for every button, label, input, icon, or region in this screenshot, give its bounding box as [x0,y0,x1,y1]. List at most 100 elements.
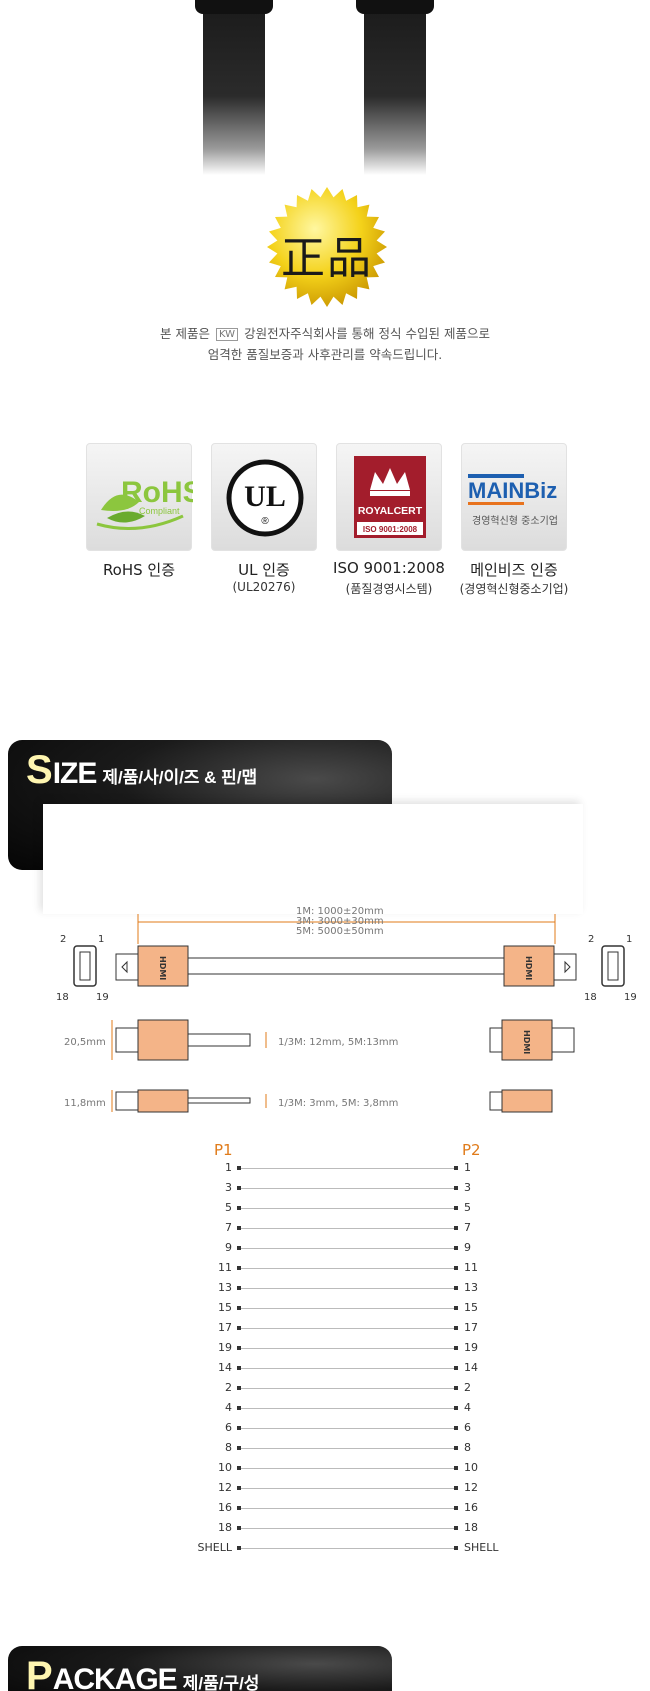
cert-sub-ul: (UL20276) [232,580,296,594]
pin-tr-right: 1 [626,934,632,945]
pin-p1-dot [237,1466,241,1470]
pin-bl-left: 18 [56,992,69,1003]
pin-p1-label: 7 [225,1221,232,1234]
pin-wire [241,1508,454,1509]
rohs-logo-main: RoHS [121,476,193,509]
pin-wire [241,1268,454,1269]
cert-card-ul: UL ® [211,443,317,551]
mainbiz-logo-main: MAINBiz [468,478,557,503]
hdmi-logo-width: HDMI [522,1030,531,1054]
pin-p1-label: 3 [225,1181,232,1194]
pin-wire [241,1528,454,1529]
size-title-letter: S [26,748,53,792]
pin-p2-dot [454,1386,458,1390]
size-title-kr: 제/품/사/이/즈 & 핀/맵 [102,768,258,787]
length-1m: 1M: 1000±20mm [296,906,384,917]
pin-p1-label: 6 [225,1421,232,1434]
width-value: 20,5mm [64,1037,106,1048]
pin-p1-dot [237,1306,241,1310]
pin-wire [241,1448,454,1449]
pin-tl-right: 2 [588,934,594,945]
pin-p2-label: 15 [464,1301,478,1314]
pin-p1-label: 9 [225,1241,232,1254]
genuine-seal-icon [267,187,387,307]
hdmi-logo-right: HDMI [524,956,533,980]
pin-p1-label: 1 [225,1161,232,1174]
rohs-logo-icon: RoHS Compliant [96,476,203,530]
pin-p1-label: 8 [225,1441,232,1454]
pin-wire [241,1548,454,1549]
pin-br-left: 19 [96,992,109,1003]
pin-p2-label: 19 [464,1341,478,1354]
pin-p2-dot [454,1466,458,1470]
pin-p1-dot [237,1446,241,1450]
pin-p2-label: 18 [464,1521,478,1534]
pin-p2-label: 12 [464,1481,478,1494]
pin-wire [241,1308,454,1309]
pin-p2-dot [454,1286,458,1290]
pin-p1-dot [237,1166,241,1170]
intro-line-2: 엄격한 품질보증과 사후관리를 약속드립니다. [207,347,443,362]
cable-dimension-diagram: 1M: 1000±20mm 3M: 3000±30mm 5M: 5000±50m… [56,906,637,1113]
pin-p2-label: SHELL [464,1541,499,1554]
pin-p1-dot [237,1366,241,1370]
pin-p2-dot [454,1186,458,1190]
pin-p2-label: 9 [464,1241,471,1254]
pin-p1-label: 19 [218,1341,232,1354]
pin-wire [241,1348,454,1349]
length-5m: 5M: 5000±50mm [296,926,384,937]
cert-card-mainbiz: MAINBiz 경영혁신형 중소기업 [461,443,567,551]
length-3m: 3M: 3000±30mm [296,916,384,927]
pin-wire [241,1228,454,1229]
cert-label-mainbiz: 메인비즈 인증 [470,561,558,579]
pin-p1-dot [237,1346,241,1350]
cert-card-rohs: RoHS Compliant [86,443,203,551]
pin-p1-dot [237,1226,241,1230]
pin-p2-dot [454,1406,458,1410]
pin-wire [241,1408,454,1409]
pin-p1-dot [237,1406,241,1410]
pin-p1-label: 17 [218,1321,232,1334]
pin-p1-dot [237,1286,241,1290]
pin-p1-dot [237,1266,241,1270]
pin-p2-label: 2 [464,1381,471,1394]
connector-end-view-left: 2 1 18 19 [56,934,109,1003]
pin-wire [241,1328,454,1329]
pin-p2-label: 10 [464,1461,478,1474]
pin-p1-dot [237,1546,241,1550]
royalcert-logo-icon: ROYALCERT ISO 9001:2008 [354,456,426,538]
pin-p1-label: 14 [218,1361,232,1374]
cert-sub-iso: (품질경영시스템) [345,582,433,596]
ul-logo-main: UL [244,480,286,513]
pin-p2-label: 17 [464,1321,478,1334]
pin-p2-dot [454,1366,458,1370]
pin-p2-dot [454,1546,458,1550]
pin-wire [241,1468,454,1469]
width-note: 1/3M: 12mm, 5M:13mm [278,1037,398,1048]
intro-line-1: 본 제품은 KW 강원전자주식회사를 통해 정식 수입된 제품으로 [0,323,650,342]
pin-p2-label: 4 [464,1401,471,1414]
package-section-banner [8,1646,392,1691]
pin-p2-label: 8 [464,1441,471,1454]
pin-p2-label: 5 [464,1201,471,1214]
mainbiz-logo-sub: 경영혁신형 중소기업 [472,514,558,527]
pin-p1-label: 10 [218,1461,232,1474]
pin-p2-dot [454,1226,458,1230]
pin-p1-label: 15 [218,1301,232,1314]
pin-wire [241,1168,454,1169]
pin-p2-dot [454,1506,458,1510]
intro-line-1-before: 본 제품은 [160,326,210,341]
pin-p1-dot [237,1486,241,1490]
pin-wire [241,1388,454,1389]
size-sheet [43,804,583,914]
pin-p1-label: 4 [225,1401,232,1414]
pin-p2-label: 1 [464,1161,471,1174]
package-title-letter: P [26,1654,53,1691]
pin-p1-label: 16 [218,1501,232,1514]
thickness-value: 11,8mm [64,1098,106,1109]
ul-logo-icon: UL ® [226,459,304,537]
pin-wire [241,1188,454,1189]
connector-end-view-right: 2 1 18 19 [584,934,637,1003]
cert-label-rohs: RoHS 인증 [102,561,176,579]
